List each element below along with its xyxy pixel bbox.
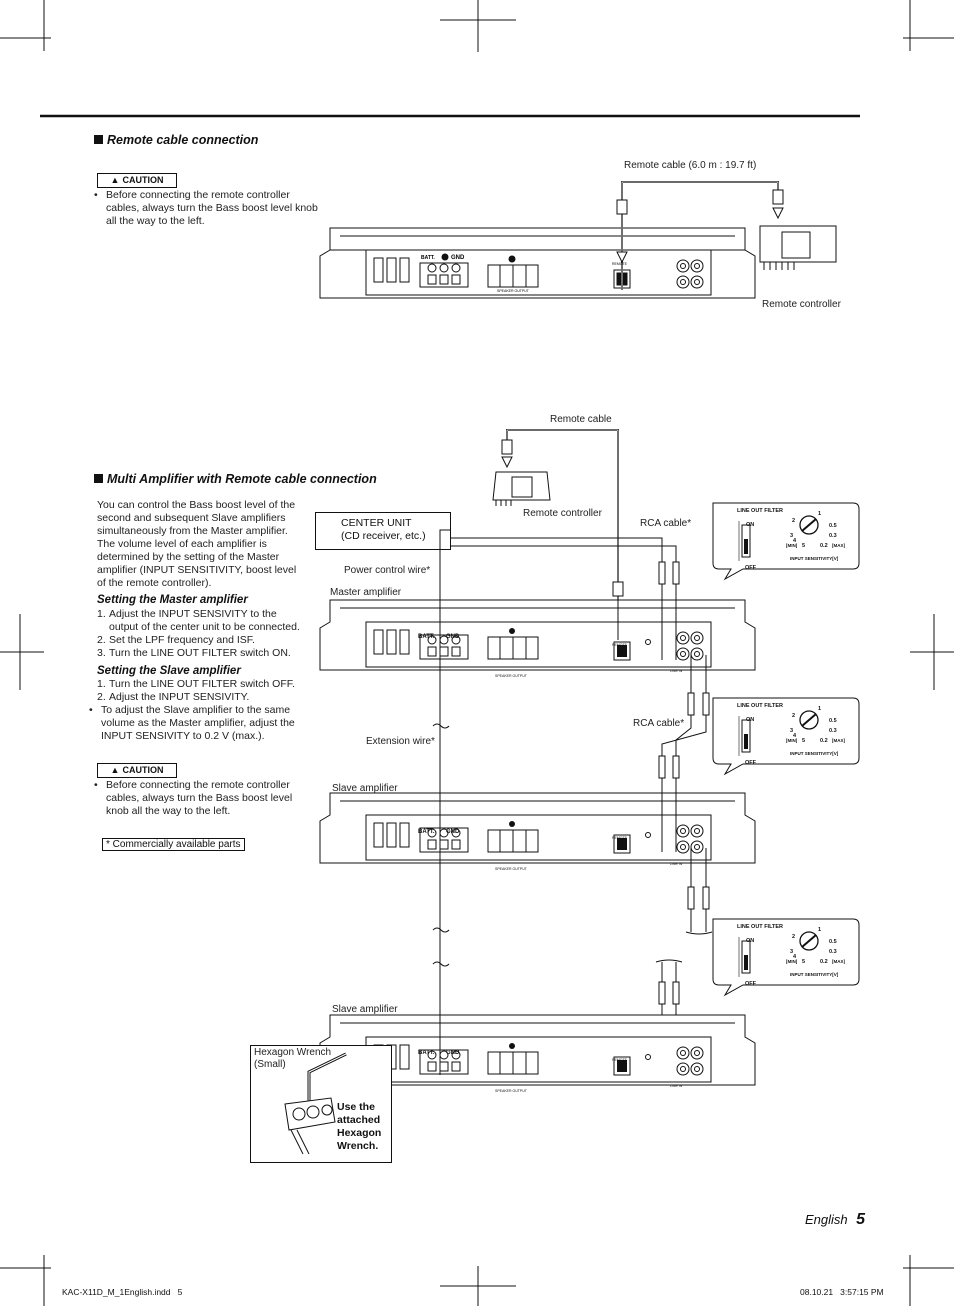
page-footer-language: English 5 bbox=[805, 1211, 865, 1228]
caution-label-2: ▲CAUTION bbox=[97, 763, 177, 778]
intro-paragraph: You can control the Bass boost level of … bbox=[97, 499, 297, 589]
hex-wrench-label: Hexagon Wrench (Small) bbox=[254, 1047, 332, 1070]
slave-bullet: To adjust the Slave amplifier to the sam… bbox=[89, 704, 297, 743]
remote-controller-label-2: Remote controller bbox=[523, 508, 602, 519]
rca-cable-label-1: RCA cable* bbox=[640, 518, 692, 529]
master-steps: 1.Adjust the INPUT SENSIVITY to the outp… bbox=[97, 608, 300, 659]
footer-datetime: 08.10.21 3:57:15 PM bbox=[800, 1287, 884, 1297]
hex-use-line-2: attached bbox=[337, 1114, 381, 1126]
warning-icon: ▲ bbox=[110, 175, 120, 185]
power-control-wire-label: Power control wire* bbox=[344, 565, 431, 576]
slave-amplifier-label-1: Slave amplifier bbox=[332, 783, 398, 794]
footer-filename: KAC-X11D_M_1English.indd 5 bbox=[62, 1287, 183, 1297]
caution-text-2: Before connecting the remote controller … bbox=[94, 779, 304, 818]
hex-wrench-inset: Hexagon Wrench (Small) Use the attached … bbox=[250, 1045, 392, 1163]
commercial-parts-note: * Commercially available parts bbox=[102, 838, 245, 851]
slave-heading: Setting the Slave amplifier bbox=[97, 665, 241, 677]
hex-wrench-icon bbox=[284, 1052, 347, 1155]
remote-cable-label: Remote cable (6.0 m : 19.7 ft) bbox=[624, 160, 757, 171]
remote-controller-label: Remote controller bbox=[762, 299, 841, 310]
slave-steps: 1.Turn the LINE OUT FILTER switch OFF. 2… bbox=[97, 678, 295, 703]
center-unit-box: CENTER UNIT (CD receiver, etc.) bbox=[315, 512, 451, 550]
hex-use-line-3: Hexagon bbox=[337, 1127, 382, 1139]
hex-use-line-1: Use the bbox=[337, 1101, 375, 1113]
rca-cable-label-2: RCA cable* bbox=[633, 718, 685, 729]
slave-amplifier-label-2: Slave amplifier bbox=[332, 1004, 398, 1015]
hex-use-line-4: Wrench. bbox=[337, 1140, 379, 1152]
extension-wire-label: Extension wire* bbox=[366, 736, 435, 747]
warning-icon-2: ▲ bbox=[110, 765, 120, 775]
caution-label: ▲CAUTION bbox=[97, 173, 177, 188]
remote-cable-label-2: Remote cable bbox=[550, 414, 612, 425]
master-amplifier-label: Master amplifier bbox=[330, 587, 402, 598]
page-number: 5 bbox=[856, 1211, 865, 1228]
master-heading: Setting the Master amplifier bbox=[97, 594, 248, 606]
section-heading-remote-cable: Remote cable connection bbox=[94, 133, 258, 147]
caution-text: Before connecting the remote controller … bbox=[94, 189, 319, 228]
section-heading-multi-amp: Multi Amplifier with Remote cable connec… bbox=[94, 472, 377, 486]
